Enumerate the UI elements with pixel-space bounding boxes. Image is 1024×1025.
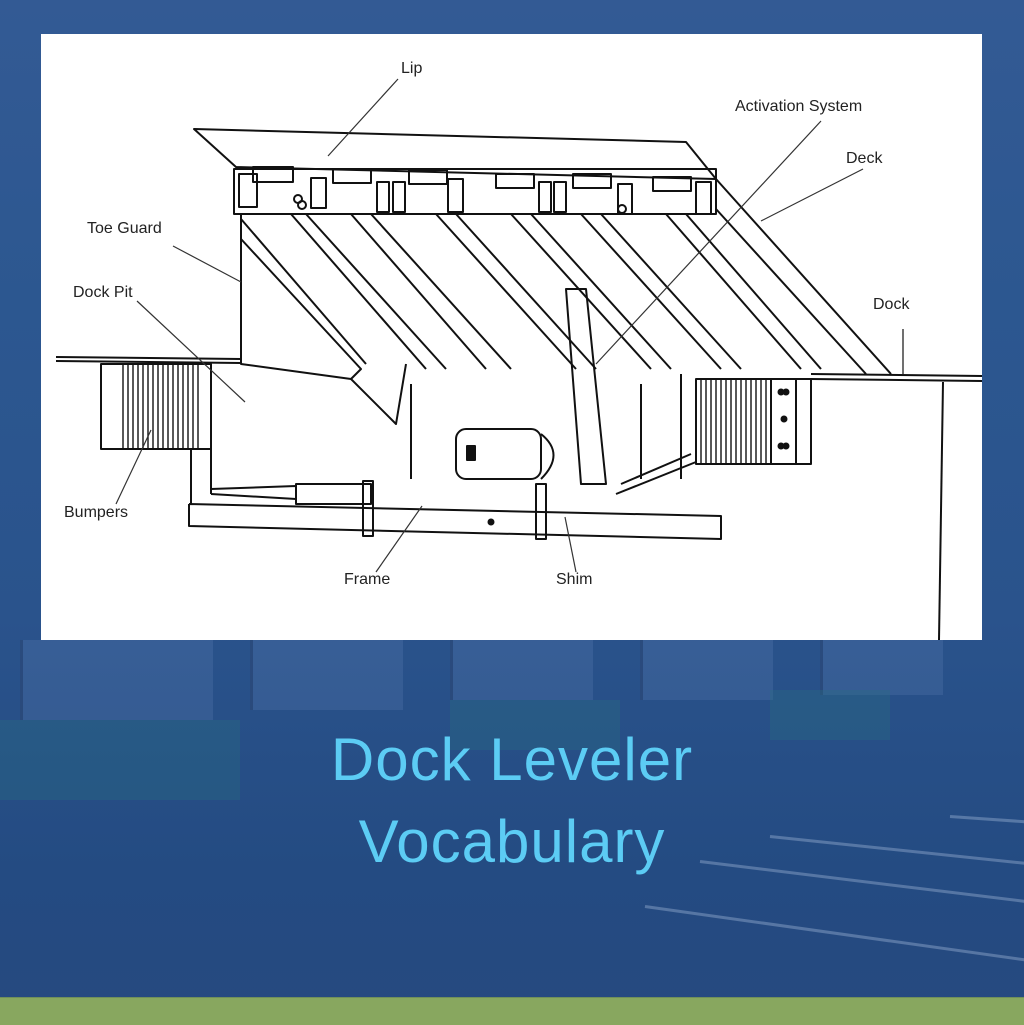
page-title-line2: Vocabulary <box>358 808 666 875</box>
label-activation-system: Activation System <box>735 98 863 115</box>
background-bumper-band <box>770 690 890 740</box>
label-dock-pit: Dock Pit <box>73 284 133 301</box>
label-frame: Frame <box>344 571 391 588</box>
background-bumper-band <box>0 720 240 800</box>
background-bumper-band <box>450 700 620 750</box>
background-dock-door <box>20 640 213 720</box>
footer-accent-bar <box>0 997 1024 1025</box>
background-dock-door <box>450 640 593 700</box>
background-dock-door <box>640 640 773 700</box>
background-dock-door <box>820 640 943 695</box>
diagram-panel: Lip Activation System Deck Toe Guard Doc… <box>41 34 982 640</box>
label-toe-guard: Toe Guard <box>87 220 162 237</box>
dock-leveler-drawing <box>55 78 982 640</box>
label-deck: Deck <box>846 150 883 167</box>
parking-stripe <box>644 905 1024 963</box>
label-bumpers: Bumpers <box>64 504 129 521</box>
label-shim: Shim <box>556 571 593 588</box>
label-lip: Lip <box>401 60 423 77</box>
background-dock-door <box>250 640 403 710</box>
page-title-line1: Dock Leveler <box>330 726 694 793</box>
lip-shape <box>193 128 717 180</box>
label-dock: Dock <box>873 296 910 313</box>
